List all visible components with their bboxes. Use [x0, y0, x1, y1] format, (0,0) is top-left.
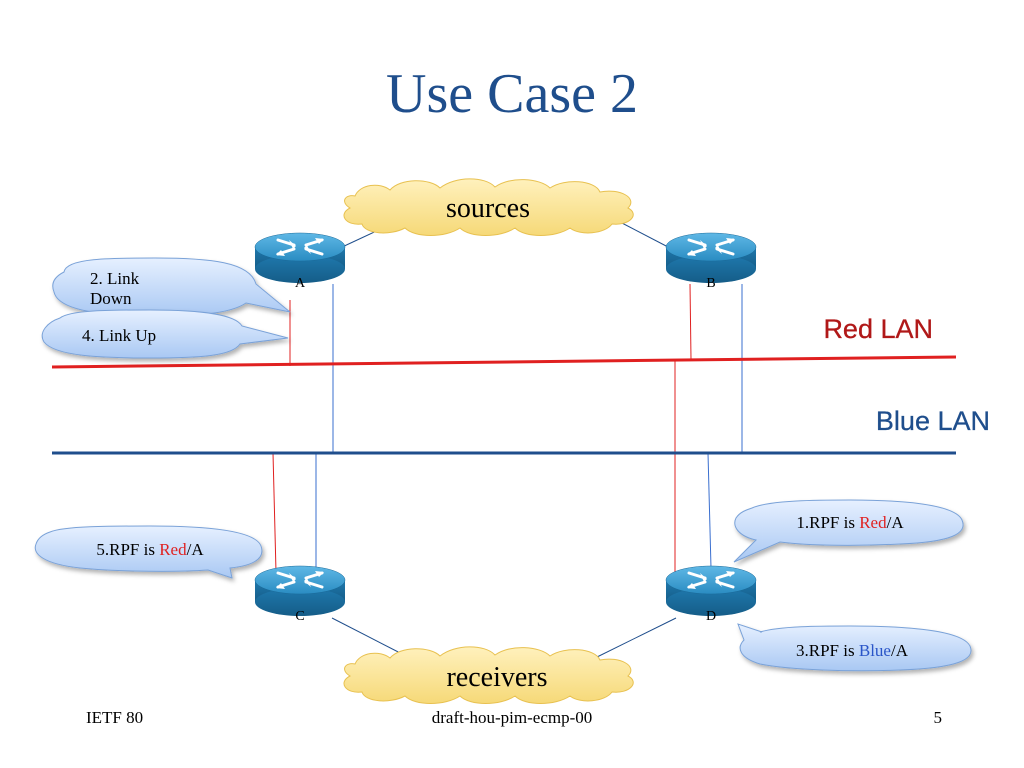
- router-c-label: C: [295, 609, 304, 624]
- rpf-5-color-word: Red: [159, 540, 187, 559]
- red-lan-line: [51, 355, 957, 369]
- link-up-label: 4. Link Up: [82, 326, 156, 345]
- svg-text:2. Link Down: 2. Link Down: [90, 269, 143, 308]
- rpf-3-color-word: Blue: [859, 641, 891, 660]
- sources-to-b-link: [619, 221, 671, 249]
- blue-lan-label: Blue LAN: [876, 406, 990, 436]
- rpf-3-prefix: 3.RPF is: [796, 641, 859, 660]
- router-b-label: B: [706, 276, 715, 291]
- link-down-label: 2. Link: [90, 269, 140, 288]
- c-to-receivers-link: [331, 617, 411, 659]
- rpf-1-text: 1.RPF is Red/A: [796, 513, 904, 532]
- footer-conference: IETF 80: [86, 708, 144, 727]
- receivers-label: receivers: [446, 662, 547, 693]
- callout-link-up: 4. Link Up: [41, 309, 289, 359]
- router-d: D: [664, 564, 758, 624]
- slide-title: Use Case 2: [386, 63, 638, 125]
- b-red-link: [689, 283, 692, 360]
- router-b: B: [664, 231, 758, 291]
- rpf-3-text: 3.RPF is Blue/A: [796, 641, 909, 660]
- rpf-3-suffix: /A: [891, 641, 909, 660]
- sources-cloud: sources: [343, 178, 634, 236]
- receivers-cloud: receivers: [343, 646, 634, 704]
- rpf-1-color-word: Red: [859, 513, 887, 532]
- sources-label: sources: [446, 193, 530, 224]
- rpf-5-suffix: /A: [187, 540, 205, 559]
- red-lan-label: Red LAN: [823, 314, 933, 344]
- router-a-label: A: [295, 276, 306, 291]
- d-to-receivers-link: [594, 617, 677, 659]
- callout-link-down: [52, 257, 291, 317]
- rpf-5-prefix: 5.RPF is: [96, 540, 159, 559]
- link-down-label-line2: Down: [90, 289, 132, 308]
- router-a: A: [253, 231, 347, 291]
- router-d-label: D: [706, 609, 716, 624]
- rpf-1-prefix: 1.RPF is: [796, 513, 859, 532]
- router-c: C: [253, 564, 347, 624]
- link-down-text-clip: 2. Link Down: [90, 269, 143, 308]
- footer-draft-name: draft-hou-pim-ecmp-00: [431, 708, 593, 727]
- rpf-5-text: 5.RPF is Red/A: [96, 540, 204, 559]
- callout-rpf-3: 3.RPF is Blue/A: [737, 623, 972, 672]
- d-blue-link: [707, 452, 712, 569]
- c-red-link: [272, 452, 277, 573]
- footer-page-number: 5: [933, 708, 943, 727]
- callout-rpf-1: 1.RPF is Red/A: [733, 499, 964, 563]
- callout-rpf-5: 5.RPF is Red/A: [34, 525, 263, 579]
- rpf-1-suffix: /A: [887, 513, 905, 532]
